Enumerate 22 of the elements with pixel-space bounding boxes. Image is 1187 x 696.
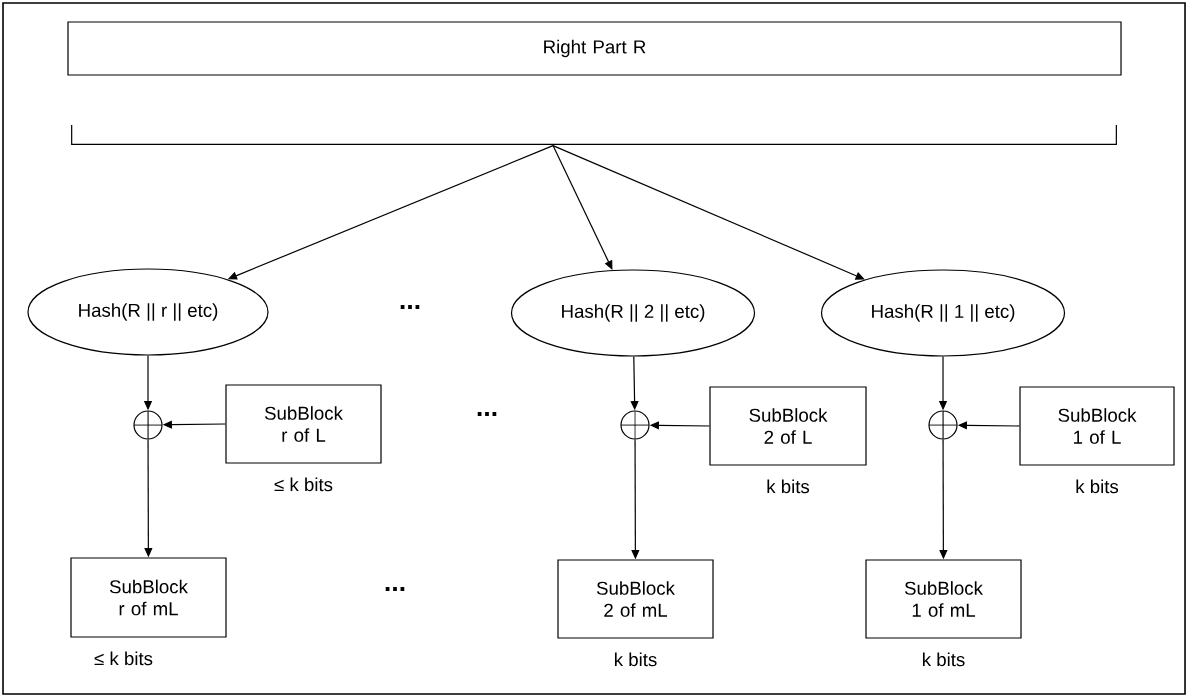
- xor-symbol: [620, 410, 650, 440]
- ellipsis: ...: [385, 587, 405, 591]
- subblock-box: SubBlock 1 of L: [1019, 386, 1175, 466]
- right-part-box: Right Part R: [67, 21, 1122, 76]
- subblock-box: SubBlock 1 of mL: [865, 559, 1022, 639]
- size-label: k bits: [615, 652, 657, 667]
- ellipsis: ...: [477, 412, 497, 416]
- xor-symbol: [928, 410, 958, 440]
- subblock-box: SubBlock 2 of L: [709, 386, 867, 466]
- arrow: [552, 145, 865, 280]
- bracket: [71, 125, 1117, 145]
- size-label: k bits: [1076, 479, 1119, 494]
- size-label: ≤ k bits: [274, 477, 333, 492]
- size-label: ≤ k bits: [94, 651, 153, 666]
- subblock-box: SubBlock r of mL: [70, 557, 227, 638]
- size-label: k bits: [767, 479, 810, 494]
- subblock-box: SubBlock 2 of mL: [557, 559, 714, 639]
- xor-symbol: [133, 410, 163, 440]
- size-label: k bits: [923, 652, 965, 667]
- ellipsis: ...: [400, 305, 420, 309]
- arrow: [552, 145, 613, 270]
- subblock-box: SubBlock r of L: [225, 384, 382, 464]
